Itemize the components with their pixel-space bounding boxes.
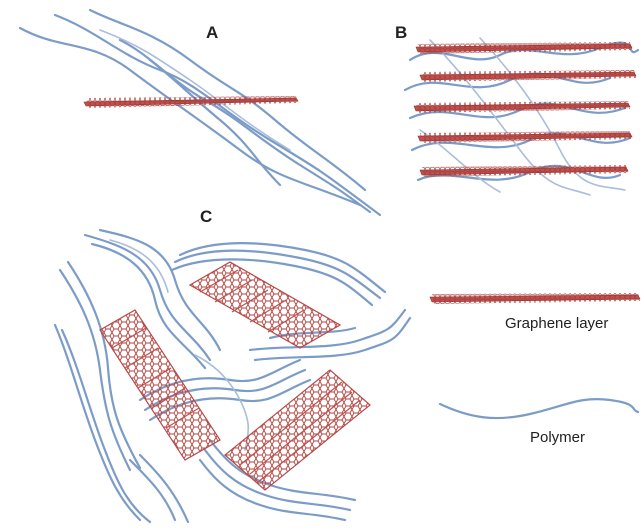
graphene-layer-3 — [414, 101, 630, 113]
graphene-layer-label: Graphene layer — [505, 315, 608, 332]
panel-a: A — [20, 10, 380, 215]
legend-polymer-item: Polymer — [440, 399, 638, 446]
graphene-layer-1 — [416, 42, 632, 54]
legend: Graphene layer Polymer — [430, 293, 640, 446]
panel-a-polymer-chains — [20, 10, 380, 215]
panel-a-label: A — [206, 23, 218, 42]
legend-graphene-item: Graphene layer — [430, 293, 640, 332]
polymer-label: Polymer — [530, 429, 585, 446]
panel-c: C — [55, 207, 410, 522]
graphene-flake-3 — [225, 370, 370, 490]
panel-b-label: B — [395, 23, 407, 42]
panel-c-label: C — [200, 207, 212, 226]
graphene-flake-1 — [190, 262, 340, 348]
polymer-swatch — [440, 399, 638, 418]
panel-b: B — [395, 23, 638, 195]
graphene-flake-2 — [100, 310, 220, 460]
panel-a-graphene-sheet — [84, 96, 298, 108]
